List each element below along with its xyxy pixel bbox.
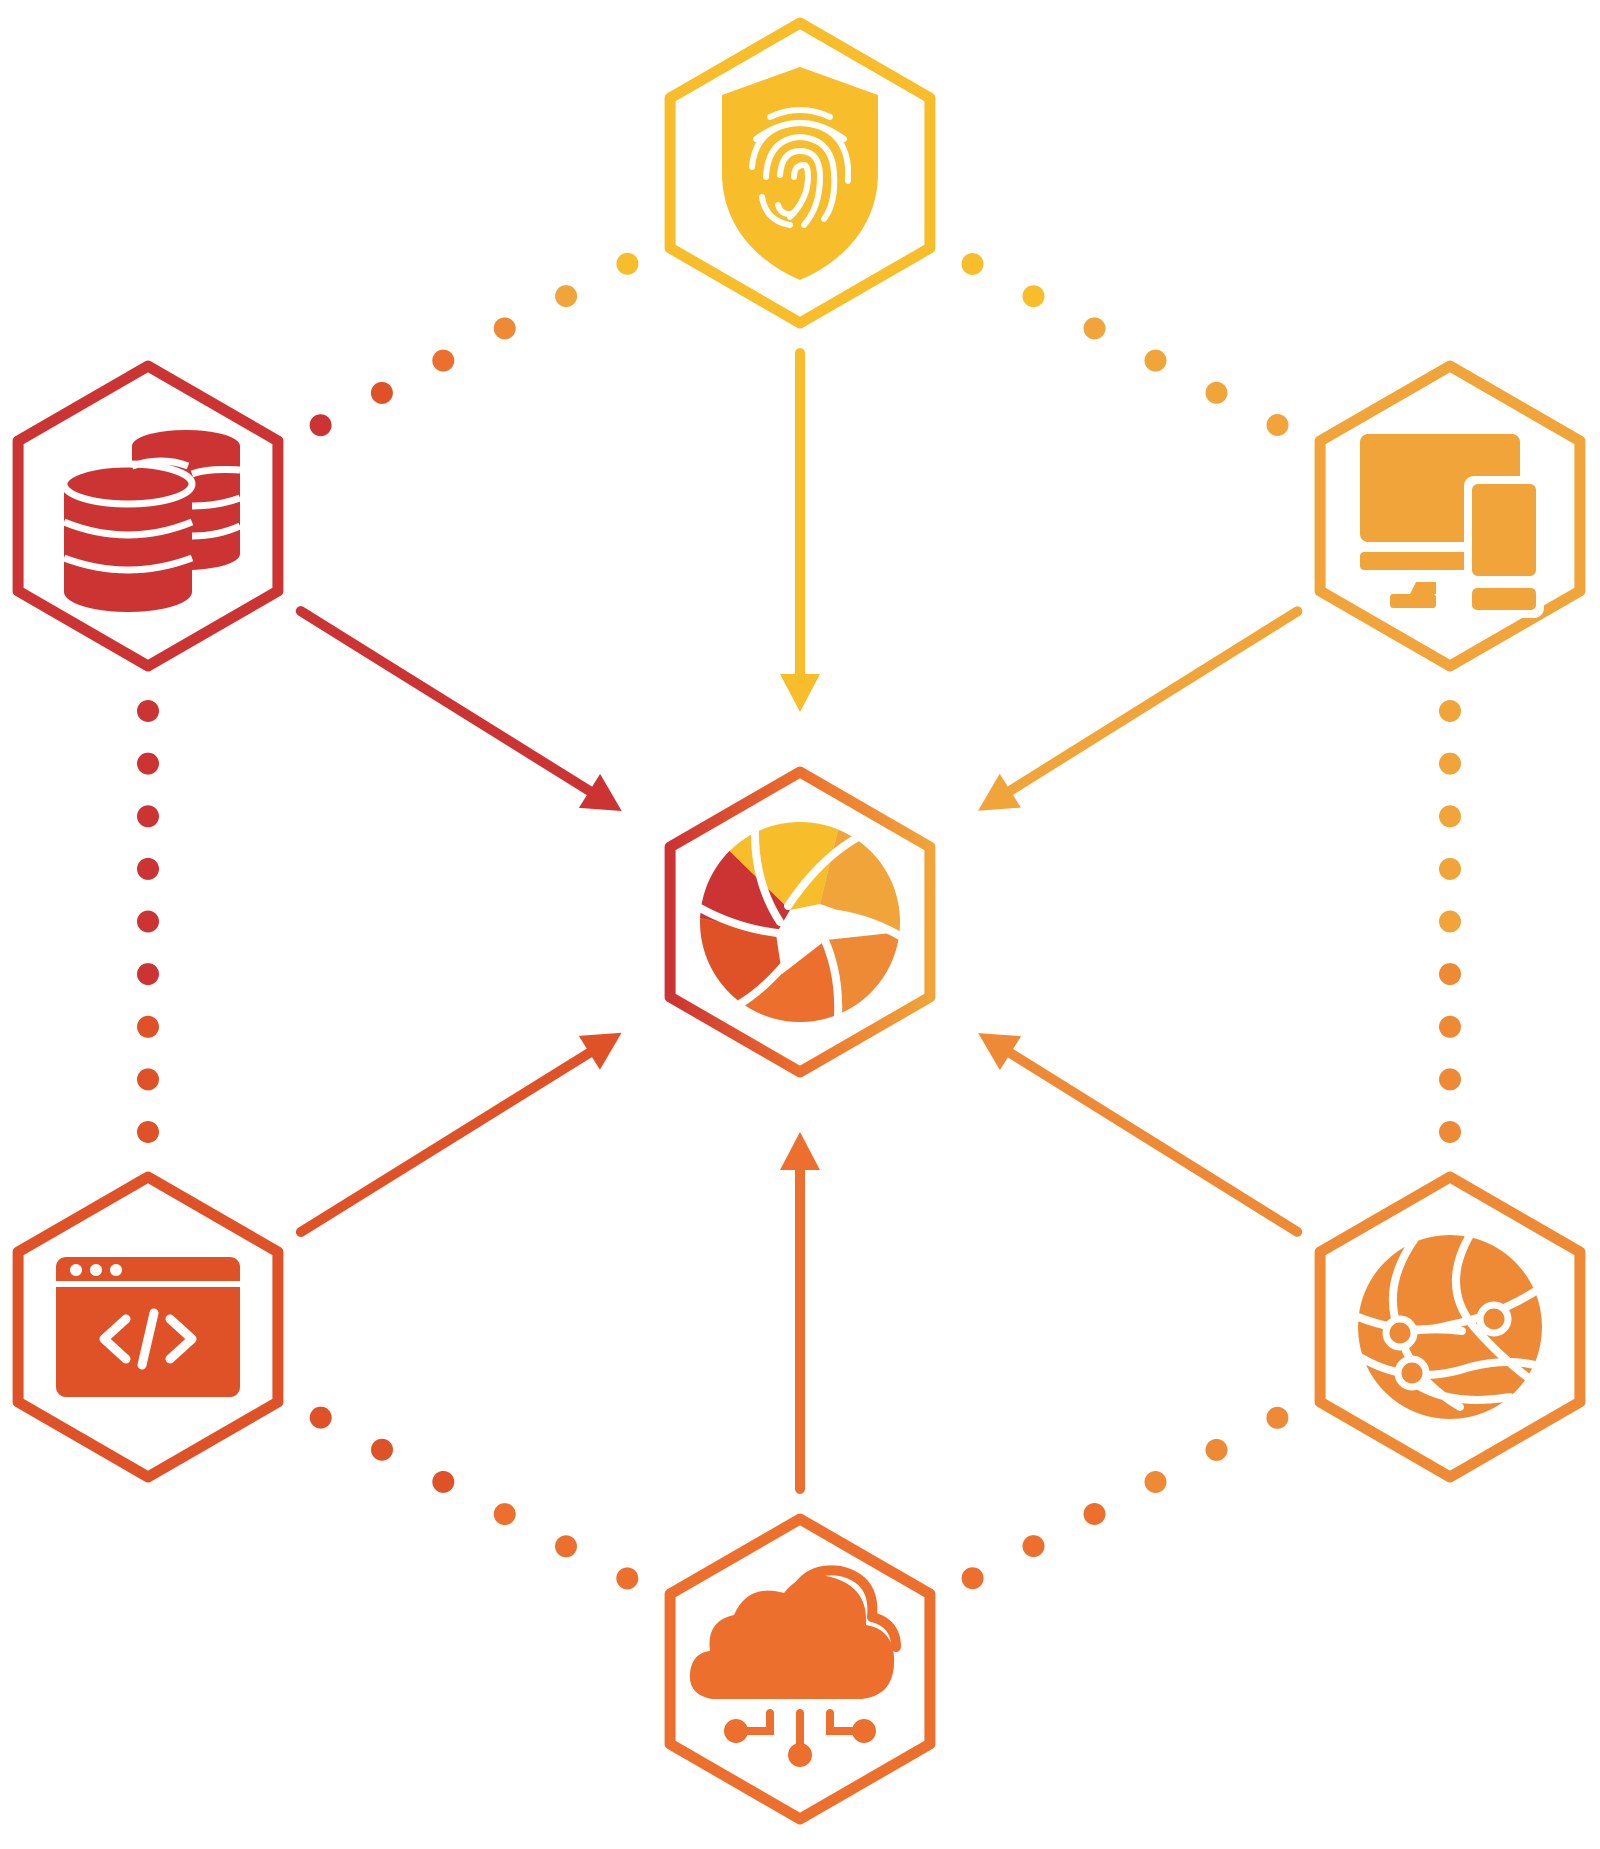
devices-icon bbox=[1360, 434, 1544, 618]
link-dot bbox=[961, 1567, 984, 1590]
link-dot bbox=[309, 1406, 332, 1429]
link-dot bbox=[371, 1438, 393, 1461]
arrow-security-to-hub bbox=[780, 348, 820, 712]
dotted-link-database-security bbox=[309, 252, 639, 437]
arrow-code-to-hub bbox=[295, 1032, 622, 1238]
dotted-link-security-devices bbox=[961, 253, 1289, 436]
link-dot bbox=[309, 414, 332, 437]
link-dot bbox=[137, 1015, 159, 1038]
link-dot bbox=[137, 963, 159, 986]
link-dot bbox=[616, 1567, 639, 1590]
dotted-link-devices-network bbox=[1439, 700, 1461, 1143]
link-dot bbox=[493, 1503, 516, 1526]
link-dot bbox=[137, 910, 159, 933]
link-dot bbox=[137, 805, 159, 828]
arrow-devices-to-hub bbox=[978, 606, 1303, 811]
link-dot bbox=[432, 349, 455, 372]
link-dot bbox=[616, 252, 639, 275]
link-dot bbox=[137, 1121, 159, 1143]
link-dot bbox=[1144, 1471, 1167, 1493]
link-dot bbox=[1266, 414, 1289, 436]
dotted-links bbox=[137, 252, 1461, 1590]
link-dot bbox=[555, 285, 578, 308]
link-dot bbox=[1083, 317, 1106, 340]
dotted-link-cloud-code bbox=[309, 1406, 639, 1590]
link-dot bbox=[1022, 1535, 1045, 1558]
link-dot bbox=[1439, 700, 1461, 722]
link-dot bbox=[1439, 1121, 1461, 1143]
link-dot bbox=[555, 1535, 577, 1558]
link-dot bbox=[1439, 963, 1461, 986]
link-dot bbox=[1266, 1406, 1289, 1429]
fingerprint-shield-icon bbox=[722, 67, 878, 280]
link-dot bbox=[1439, 910, 1461, 933]
link-dot bbox=[137, 700, 159, 722]
link-dot bbox=[493, 317, 516, 340]
link-dot bbox=[137, 857, 159, 880]
database-icon bbox=[60, 430, 242, 612]
arrow-network-to-hub bbox=[978, 1033, 1303, 1237]
dotted-link-network-cloud bbox=[961, 1406, 1289, 1590]
link-dot bbox=[137, 752, 159, 775]
link-dot bbox=[961, 253, 984, 275]
globe-network-icon bbox=[1354, 1231, 1546, 1419]
link-dot bbox=[1022, 285, 1045, 308]
link-dot bbox=[1439, 805, 1461, 828]
arrow-cloud-to-hub bbox=[780, 1132, 820, 1494]
link-dot bbox=[1205, 1438, 1228, 1461]
link-dot bbox=[432, 1470, 455, 1493]
code-window-icon bbox=[56, 1257, 240, 1397]
link-dot bbox=[1439, 752, 1461, 775]
link-dot bbox=[1439, 1015, 1461, 1038]
arrows bbox=[295, 348, 1303, 1494]
link-dot bbox=[370, 381, 393, 404]
arrow-database-to-hub bbox=[295, 606, 622, 811]
link-dot bbox=[137, 1068, 159, 1091]
cloud-computing-icon bbox=[689, 1565, 901, 1767]
link-dot bbox=[1205, 381, 1228, 404]
link-dot bbox=[1439, 1068, 1461, 1091]
dotted-link-code-database bbox=[137, 700, 159, 1143]
link-dot bbox=[1144, 349, 1167, 372]
link-dot bbox=[1083, 1503, 1106, 1525]
link-dot bbox=[1439, 857, 1461, 880]
